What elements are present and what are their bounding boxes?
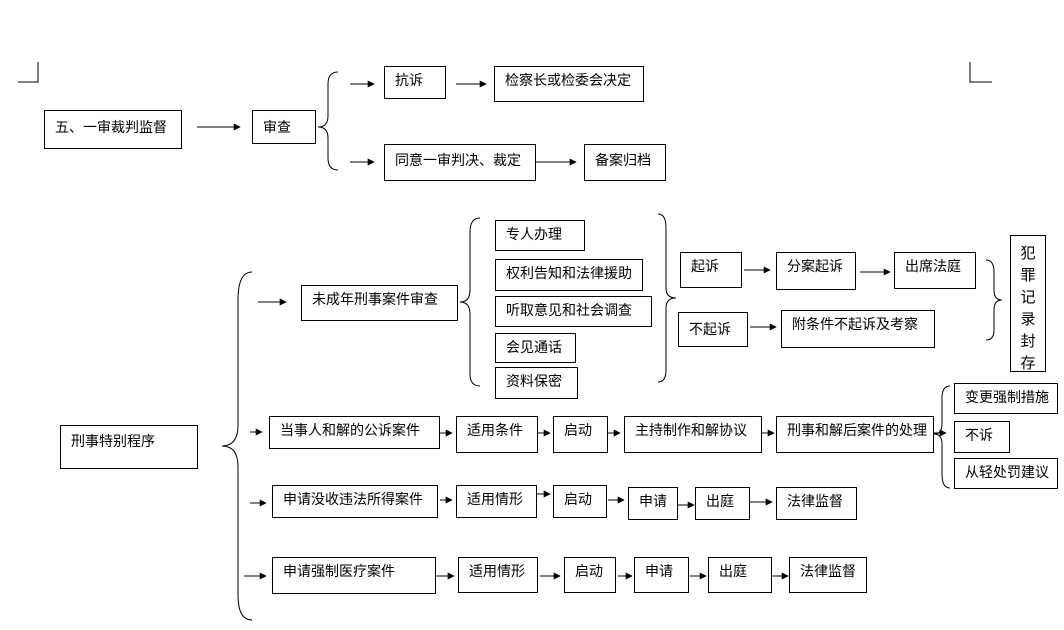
brace	[657, 213, 677, 383]
node-reconcile-start: 启动	[553, 416, 608, 453]
brace	[317, 71, 339, 171]
node-confiscate-court: 出庭	[695, 487, 750, 520]
node-attend-court: 出席法庭	[894, 252, 976, 289]
node-confiscate-supervise: 法律监督	[776, 487, 857, 520]
sealed-record-char: 封	[1020, 332, 1036, 350]
juvenile-item: 会见通话	[495, 333, 576, 363]
brace	[985, 259, 1003, 341]
node-special-root: 刑事特别程序	[60, 425, 198, 469]
node-reconcile: 当事人和解的公诉案件	[269, 416, 440, 449]
node-protest-decision: 检察长或检委会决定	[494, 66, 644, 102]
corner-mark-left	[18, 62, 39, 83]
brace	[221, 271, 253, 621]
juvenile-item: 听取意见和社会调查	[495, 296, 652, 327]
node-no-prosecute: 不起诉	[678, 312, 748, 347]
outcome-item: 从轻处罚建议	[954, 458, 1058, 489]
node-split-prosecute: 分案起诉	[776, 252, 856, 290]
brace	[933, 385, 951, 489]
sealed-record-char: 犯	[1020, 244, 1036, 262]
outcome-item: 变更强制措施	[954, 383, 1058, 414]
node-medical-apply: 申请	[634, 557, 689, 593]
node-medical-situation: 适用情形	[458, 557, 538, 593]
node-confiscate-situation: 适用情形	[456, 485, 537, 518]
brace	[459, 217, 481, 387]
node-reconcile-conditions: 适用条件	[456, 416, 538, 453]
node-confiscate-apply: 申请	[628, 487, 678, 520]
node-medical-court: 出庭	[708, 557, 772, 593]
node-prosecute: 起诉	[680, 252, 742, 288]
node-protest: 抗诉	[384, 66, 446, 99]
node-juvenile: 未成年刑事案件审查	[301, 285, 458, 321]
node-review: 审查	[252, 110, 316, 144]
juvenile-item: 专人办理	[495, 220, 585, 251]
node-medical-start: 启动	[564, 557, 616, 593]
node-section5-root: 五、一审裁判监督	[44, 110, 182, 149]
node-confiscate-start: 启动	[553, 485, 607, 518]
node-medical: 申请强制医疗案件	[272, 557, 436, 594]
juvenile-item: 资料保密	[495, 367, 578, 399]
node-preside: 主持制作和解协议	[624, 416, 762, 453]
node-confiscate: 申请没收违法所得案件	[272, 485, 438, 518]
sealed-record-char: 罪	[1020, 266, 1036, 284]
node-sealed-record: 犯 罪 记 录 封 存	[1010, 235, 1046, 372]
node-medical-supervise: 法律监督	[789, 557, 867, 593]
juvenile-item: 权利告知和法律援助	[495, 259, 643, 291]
corner-mark-right	[969, 62, 992, 83]
sealed-record-char: 录	[1020, 310, 1036, 328]
node-reconcile-handling: 刑事和解后案件的处理	[776, 416, 934, 453]
sealed-record-char: 存	[1020, 354, 1036, 372]
node-archive: 备案归档	[584, 144, 666, 181]
sealed-record-char: 记	[1020, 288, 1036, 306]
node-conditional: 附条件不起诉及考察	[781, 310, 935, 348]
node-agree: 同意一审判决、裁定	[384, 144, 536, 181]
outcome-item: 不诉	[954, 421, 1010, 453]
